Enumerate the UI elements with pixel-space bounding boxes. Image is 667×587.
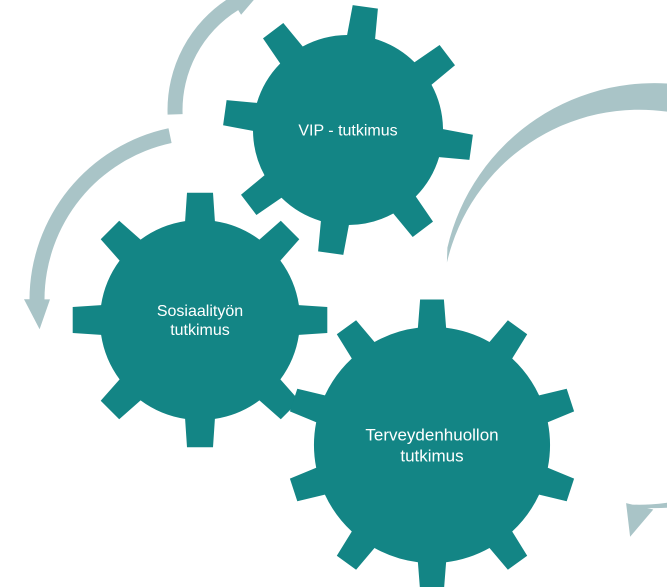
gear-shape	[223, 5, 473, 255]
gear-label-line: Terveydenhuollon	[365, 425, 498, 444]
gear-label-line: Sosiaalityön	[157, 303, 243, 320]
gear-label: VIP - tutkimus	[298, 123, 397, 140]
gear-shape	[289, 299, 575, 587]
gear-label-line: tutkimus	[170, 322, 230, 339]
gear-vip: VIP - tutkimus	[223, 5, 473, 255]
gear-label: Terveydenhuollon tutkimus	[365, 425, 498, 465]
gear-sosiaalityn: Sosiaalityön tutkimus	[72, 192, 328, 448]
gear-label-line: VIP - tutkimus	[298, 123, 397, 140]
arrows-layer	[24, 0, 667, 537]
gear-terveydenhuollon: Terveydenhuollon tutkimus	[289, 299, 575, 587]
arrow-top-left-icon	[167, 0, 254, 115]
gear-shape	[72, 192, 328, 448]
arrow-left-icon	[24, 128, 172, 330]
gear-label: Sosiaalityön tutkimus	[157, 303, 243, 339]
gear-label-line: tutkimus	[400, 446, 463, 465]
